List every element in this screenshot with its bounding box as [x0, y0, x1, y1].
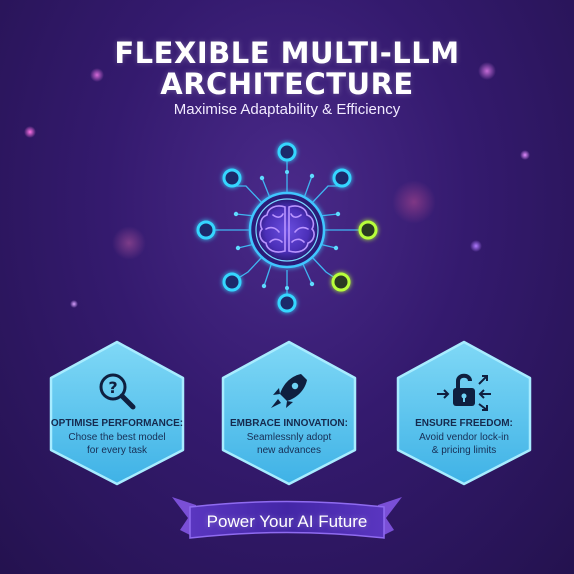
- card-description: Avoid vendor lock-in & pricing limits: [402, 431, 526, 457]
- llm-node-icon: [332, 168, 352, 188]
- feature-card-freedom: ENSURE FREEDOM: Avoid vendor lock-in & p…: [390, 338, 538, 488]
- hexagon-card-background: [396, 340, 532, 486]
- feature-card-performance: ? OPTIMISE PERFORMANCE: Chose the best m…: [43, 338, 191, 488]
- page-subtitle: Maximise Adaptability & Efficiency: [173, 101, 401, 118]
- card-title: EMBRACE INNOVATION:: [230, 418, 348, 429]
- llm-node-icon: [222, 168, 242, 188]
- network-junction-dots: [233, 170, 341, 290]
- unlocked-padlock-arrows-icon: [437, 373, 491, 411]
- llm-node-icon: [277, 293, 297, 313]
- card-description: Chose the best model for every task: [55, 431, 179, 457]
- rocket-icon: [271, 374, 307, 408]
- card-description-line: Avoid vendor lock-in: [419, 432, 509, 443]
- card-description-line: for every task: [86, 445, 148, 456]
- card-title: ENSURE FREEDOM:: [415, 418, 513, 429]
- hexagon-card-background: [221, 340, 357, 486]
- magnifier-question-icon: ?: [99, 373, 136, 410]
- llm-node-icon: [358, 220, 378, 240]
- llm-node-icon: [331, 272, 351, 292]
- card-description-line: & pricing limits: [431, 445, 497, 456]
- svg-text:?: ?: [108, 378, 117, 397]
- llm-node-icon: [277, 142, 297, 162]
- card-title: OPTIMISE PERFORMANCE:: [50, 418, 184, 429]
- card-description-line: Seamlessnly adopt: [246, 432, 332, 443]
- card-description-line: Chose the best model: [68, 432, 166, 443]
- card-description: Seamlessnly adopt new advances: [227, 431, 351, 457]
- feature-card-innovation: EMBRACE INNOVATION: Seamlessnly adopt ne…: [215, 338, 363, 488]
- llm-node-icon: [222, 272, 242, 292]
- card-description-line: new advances: [257, 445, 321, 456]
- hexagon-card-background: [49, 340, 185, 486]
- llm-node-icon: [196, 220, 216, 240]
- page-title: FLEXIBLE MULTI-LLM: [114, 36, 460, 70]
- page-title: ARCHITECTURE: [160, 67, 414, 101]
- brain-circuit-icon: [248, 191, 326, 269]
- banner-text: Power Your AI Future: [206, 512, 368, 531]
